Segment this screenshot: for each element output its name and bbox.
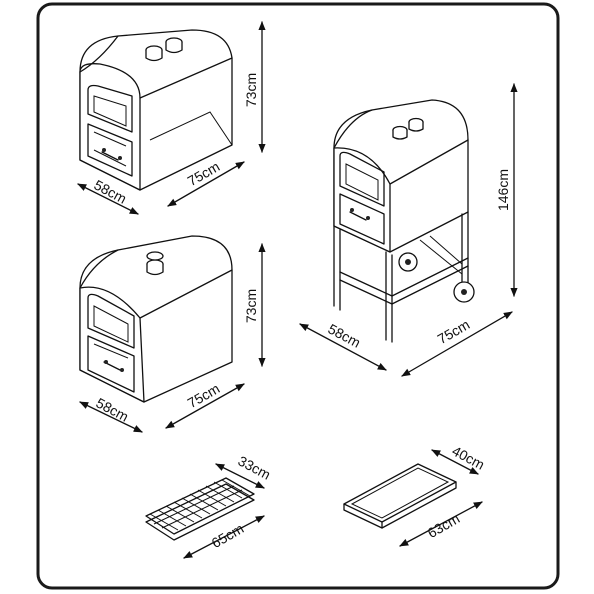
top-oven-height-label: 73cm	[243, 73, 259, 107]
stand-oven-illustration	[333, 99, 475, 343]
mid-oven-depth-line	[79, 401, 143, 433]
tray-width-label: 40cm	[449, 442, 487, 472]
mid-oven-height-label: 73cm	[243, 289, 259, 323]
stand-oven-width-line	[401, 311, 513, 377]
grill-width-label: 33cm	[235, 452, 273, 482]
stand-oven-width-label: 75cm	[435, 316, 473, 347]
mid-oven-width-line	[165, 383, 245, 429]
top-oven-depth-line	[77, 183, 139, 215]
top-oven-width-line	[167, 161, 245, 207]
mid-oven-depth-label: 58cm	[93, 394, 131, 424]
outer-border	[36, 2, 560, 590]
grill-length-line	[183, 515, 265, 559]
grill-width-line	[215, 463, 265, 489]
tray-length-line	[399, 501, 483, 547]
top-oven-illustration	[79, 29, 233, 191]
tray-illustration	[343, 463, 457, 529]
stand-oven-height-label: 146cm	[495, 169, 511, 211]
stand-oven-depth-label: 58cm	[325, 320, 363, 350]
tray-length-label: 63cm	[425, 510, 463, 541]
stand-oven-depth-line	[299, 323, 387, 371]
mid-oven-illustration	[79, 235, 233, 403]
tray-width-line	[431, 449, 479, 475]
grill-length-label: 65cm	[209, 520, 247, 551]
